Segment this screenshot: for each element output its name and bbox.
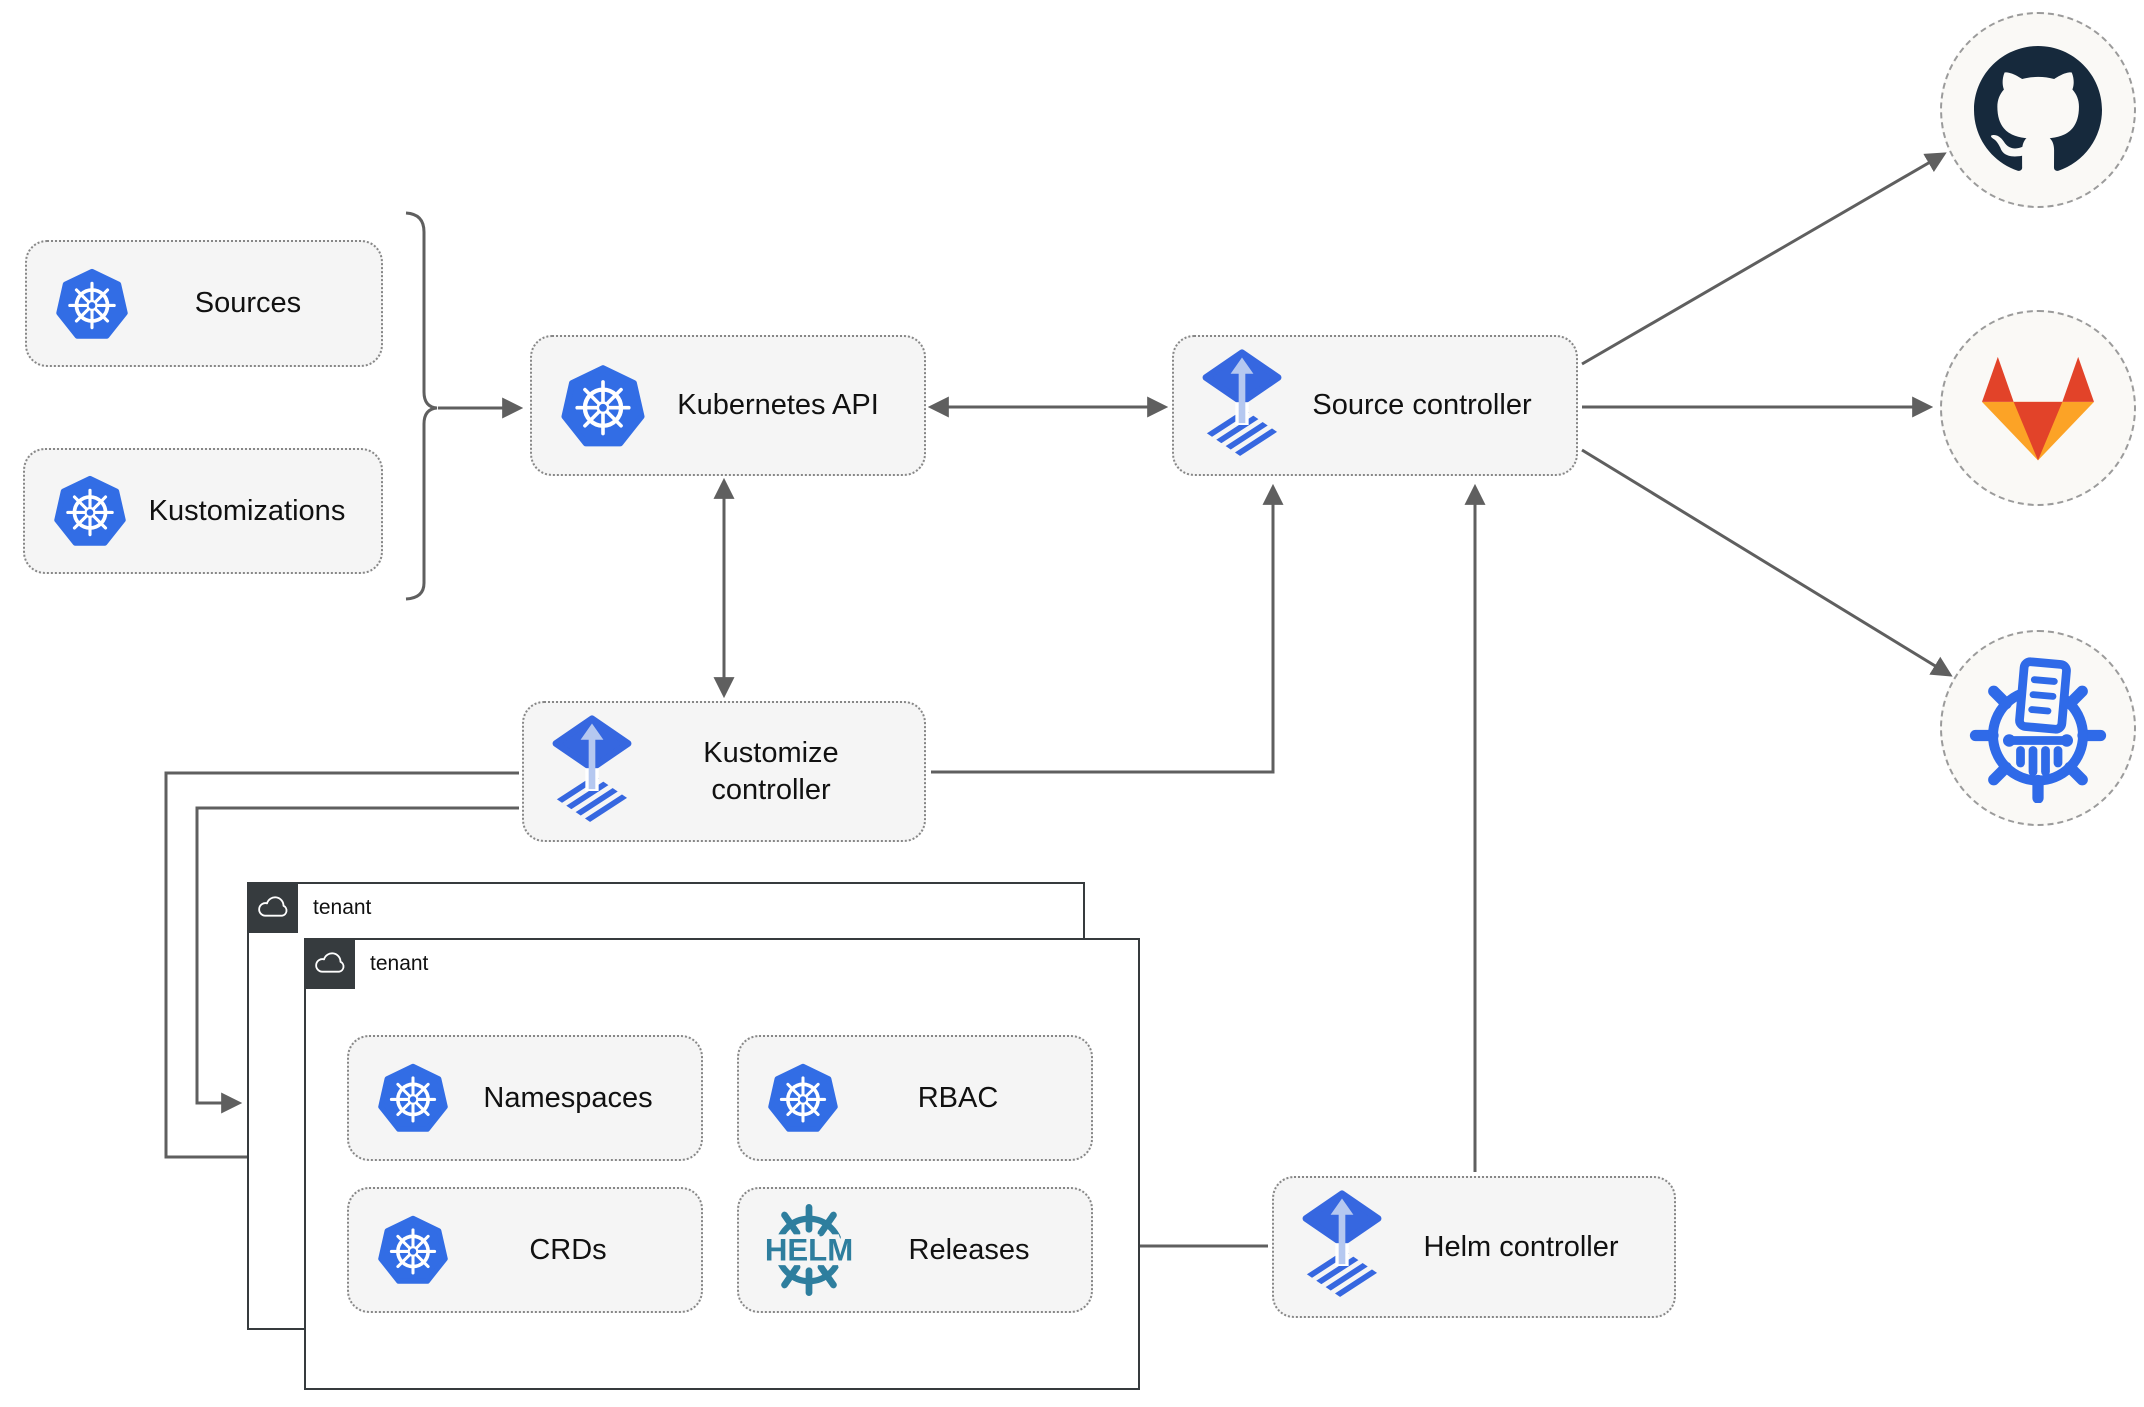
kustomize-controller-box: Kustomize controller — [522, 701, 926, 842]
tenant-back-label: tenant — [313, 895, 372, 919]
registry-wheel-icon — [1969, 657, 2107, 803]
arrow-source-to-registry — [1581, 448, 1953, 677]
helm-controller-label: Helm controller — [1423, 1230, 1619, 1263]
tenant-box-front: tenant Namespaces — [304, 938, 1140, 1390]
bracket-sources-kustomizations — [405, 211, 438, 601]
flux-icon — [1302, 1190, 1382, 1304]
source-controller-label: Source controller — [1312, 389, 1532, 422]
kubernetes-icon — [377, 1214, 449, 1286]
releases-label: Releases — [908, 1233, 1030, 1266]
kubernetes-icon — [55, 267, 129, 341]
arrow-kustomize-to-source-controller — [931, 483, 1284, 774]
kustomizations-label: Kustomizations — [148, 494, 346, 527]
rbac-box: RBAC — [737, 1035, 1093, 1161]
helm-icon: HELM — [757, 1198, 861, 1302]
kubernetes-icon — [377, 1062, 449, 1134]
sources-box: Sources — [25, 240, 383, 367]
github-endpoint — [1940, 12, 2136, 208]
kubernetes-icon — [560, 363, 646, 449]
releases-box: HELM Releases — [737, 1187, 1093, 1313]
rbac-label: RBAC — [917, 1081, 999, 1114]
kubernetes-api-label: Kubernetes API — [677, 389, 879, 422]
namespaces-label: Namespaces — [483, 1081, 653, 1114]
source-controller-box: Source controller — [1172, 335, 1578, 476]
cloud-icon — [314, 951, 344, 973]
flux-icon — [552, 714, 632, 829]
github-octocat-icon — [1974, 46, 2102, 171]
kustomize-controller-label: Kustomize controller — [703, 736, 839, 806]
crds-label: CRDs — [529, 1233, 607, 1266]
crds-box: CRDs — [347, 1187, 703, 1313]
arrow-source-to-github — [1581, 152, 1947, 366]
kubernetes-icon — [53, 474, 127, 548]
kustomizations-box: Kustomizations — [23, 448, 383, 574]
sources-label: Sources — [194, 287, 302, 320]
tenant-front-label: tenant — [370, 951, 429, 975]
helm-controller-box: Helm controller — [1272, 1176, 1676, 1318]
kubernetes-icon — [767, 1062, 839, 1134]
cloud-icon — [257, 895, 287, 917]
kubernetes-api-box: Kubernetes API — [530, 335, 926, 476]
flux-icon — [1202, 348, 1282, 463]
gitlab-tanuki-icon — [1982, 356, 2094, 461]
gitlab-endpoint — [1940, 310, 2136, 506]
tenant-front-tab — [304, 938, 355, 989]
tenant-back-tab — [247, 882, 298, 933]
registry-endpoint — [1940, 630, 2136, 826]
namespaces-box: Namespaces — [347, 1035, 703, 1161]
helm-logo-text: HELM — [765, 1232, 853, 1267]
